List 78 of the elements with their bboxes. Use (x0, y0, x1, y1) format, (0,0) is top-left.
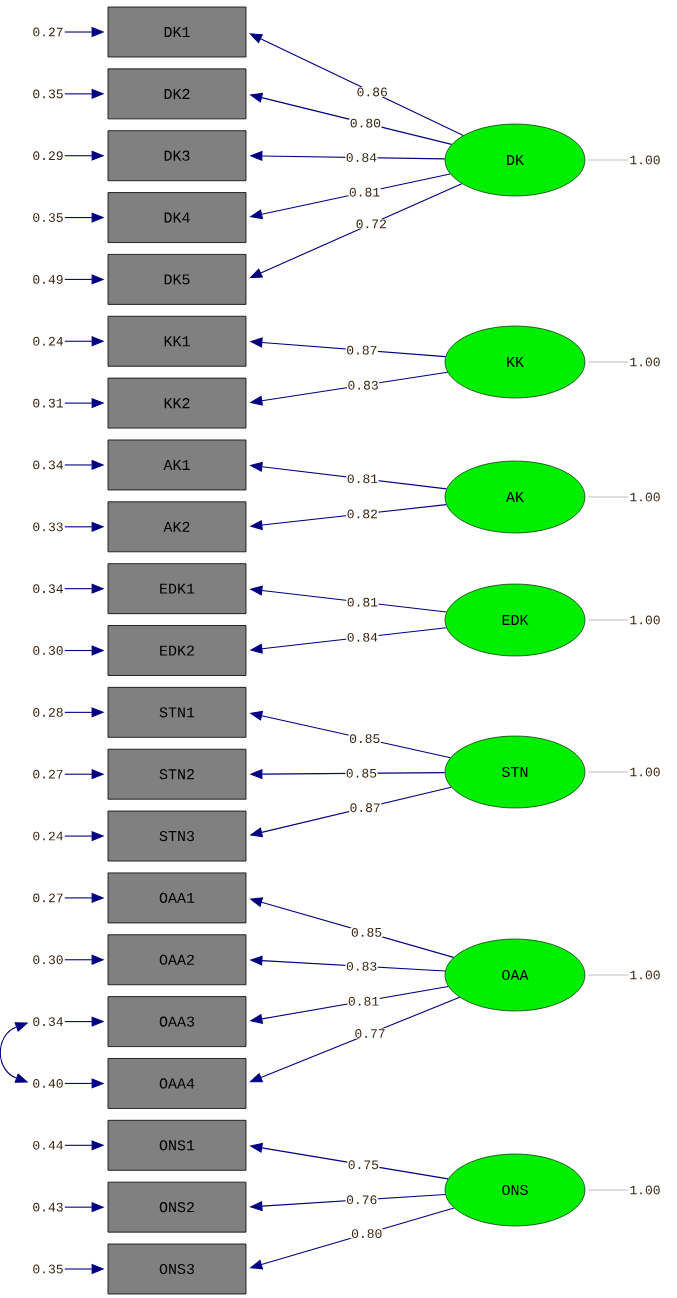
error-variance: 0.34 (33, 584, 63, 594)
variance-value: 1.00 (630, 492, 660, 502)
indicator-box: STN3 (107, 810, 247, 862)
edge-label: 0.72 (355, 219, 388, 229)
variance-value: 1.00 (630, 615, 660, 625)
indicator-box: EDK1 (107, 563, 247, 615)
error-variance: 0.34 (33, 460, 63, 470)
edge-label: 0.84 (346, 632, 379, 643)
indicator-box: DK1 (107, 6, 247, 58)
edge-label: 0.87 (349, 802, 382, 813)
edge-label: 0.81 (346, 597, 379, 608)
variance-value: 1.00 (630, 970, 660, 980)
variance-value: 1.00 (630, 155, 660, 165)
error-variance: 0.30 (33, 955, 63, 965)
error-variance: 0.43 (33, 1202, 63, 1212)
indicator-box: DK3 (107, 130, 247, 182)
indicator-box: EDK2 (107, 625, 247, 676)
indicator-box: AK2 (107, 501, 247, 553)
indicator-box: OAA4 (107, 1058, 247, 1109)
connector-line (587, 361, 629, 363)
error-variance: 0.33 (33, 522, 63, 532)
connector-line (587, 619, 629, 621)
indicator-box: OAA2 (107, 934, 247, 986)
connector-line (587, 159, 629, 161)
error-variance: 0.35 (33, 213, 63, 222)
connector-line (587, 974, 629, 976)
variance-value: 1.00 (630, 357, 660, 367)
error-variance: 0.35 (33, 89, 63, 99)
indicator-box: STN2 (107, 748, 247, 800)
error-variance: 0.31 (33, 398, 63, 408)
indicator-box: ONS3 (107, 1243, 247, 1295)
error-variance: 0.34 (33, 1017, 63, 1026)
error-variance: 0.27 (33, 27, 63, 37)
edge-label: 0.85 (348, 733, 381, 744)
indicator-box: ONS2 (107, 1181, 247, 1233)
edge-label: 0.87 (345, 345, 378, 356)
indicator-box: ONS1 (107, 1119, 247, 1171)
error-variance: 0.27 (33, 893, 63, 903)
error-variance: 0.27 (33, 769, 63, 779)
edge-label: 0.86 (356, 87, 389, 97)
edge-label: 0.76 (345, 1194, 378, 1205)
indicator-box: OAA1 (107, 872, 247, 924)
error-variance: 0.24 (33, 336, 63, 346)
connector-line (587, 771, 629, 773)
edge-label: 0.81 (346, 473, 379, 484)
error-variance: 0.40 (33, 1079, 63, 1088)
indicator-box: KK2 (107, 377, 247, 429)
edge-label: 0.81 (347, 996, 380, 1007)
edge-label: 0.80 (350, 1228, 383, 1239)
connector-line (587, 1189, 629, 1191)
indicator-box: AK1 (107, 439, 247, 491)
edge-label: 0.83 (347, 380, 380, 391)
error-variance: 0.44 (33, 1140, 63, 1150)
edge-label: 0.82 (346, 509, 379, 519)
indicator-box: DK5 (107, 254, 247, 305)
error-variance: 0.30 (33, 646, 63, 655)
arrow (249, 33, 464, 136)
error-variance: 0.35 (33, 1264, 63, 1274)
edge-label: 0.81 (348, 187, 381, 198)
error-variance: 0.28 (33, 707, 63, 717)
edge-label: 0.75 (347, 1159, 380, 1170)
edge-label: 0.80 (349, 118, 382, 129)
edge-label: 0.85 (345, 768, 378, 779)
edge-label: 0.84 (345, 152, 378, 163)
error-variance: 0.49 (33, 275, 63, 284)
indicator-box: DK4 (107, 192, 247, 243)
indicator-box: STN1 (107, 686, 247, 738)
error-variance: 0.24 (33, 831, 63, 841)
variance-value: 1.00 (630, 1185, 660, 1195)
error-variance: 0.29 (33, 151, 63, 161)
connector-line (587, 496, 629, 498)
edge-label: 0.77 (353, 1028, 387, 1039)
indicator-box: KK1 (107, 315, 247, 367)
indicator-box: DK2 (107, 68, 247, 120)
variance-value: 1.00 (630, 767, 660, 777)
edge-label: 0.83 (345, 961, 378, 972)
indicator-box: OAA3 (107, 996, 247, 1047)
edge-label: 0.85 (350, 927, 383, 938)
